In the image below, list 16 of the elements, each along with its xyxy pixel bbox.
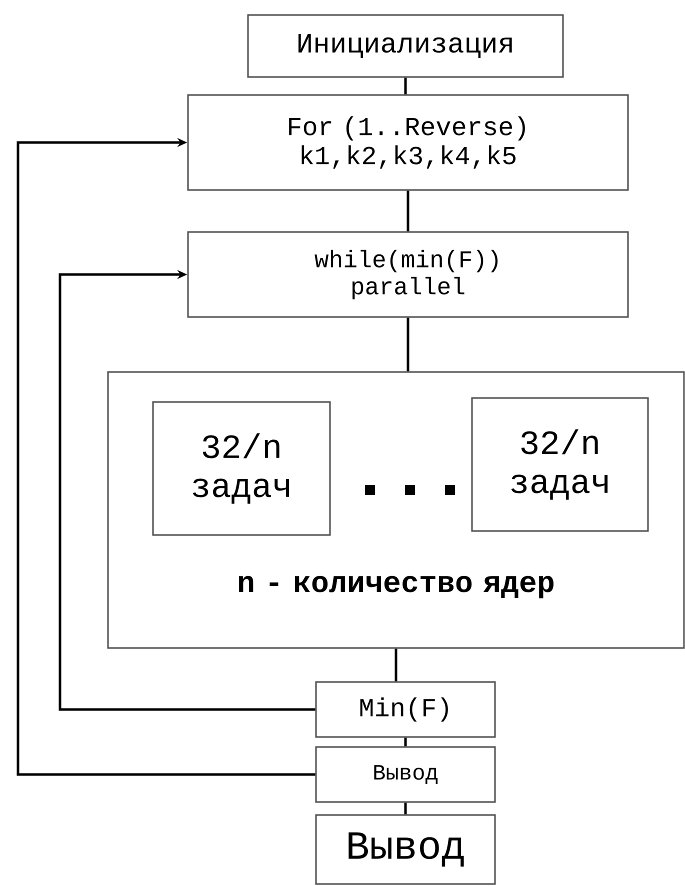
connector-line	[404, 738, 407, 746]
connector-line	[404, 802, 407, 814]
process-box: Инициализация	[247, 14, 564, 78]
connector-line	[406, 318, 410, 372]
connector-line	[16, 138, 316, 776]
process-box: Вывод	[315, 814, 496, 885]
process-box: Вывод	[315, 746, 496, 803]
process-box: Min(F)	[315, 681, 496, 738]
task-box: 32/n задач	[152, 401, 331, 536]
process-box: while(min(F)) parallel	[187, 231, 629, 318]
connector-line	[404, 78, 407, 94]
task-box: 32/n задач	[471, 397, 649, 532]
connector-line	[394, 648, 398, 682]
process-box: For (1..Reverse) k1,k2,k3,k4,k5	[187, 94, 629, 191]
connector-line	[58, 270, 316, 711]
connector-line	[406, 190, 410, 232]
